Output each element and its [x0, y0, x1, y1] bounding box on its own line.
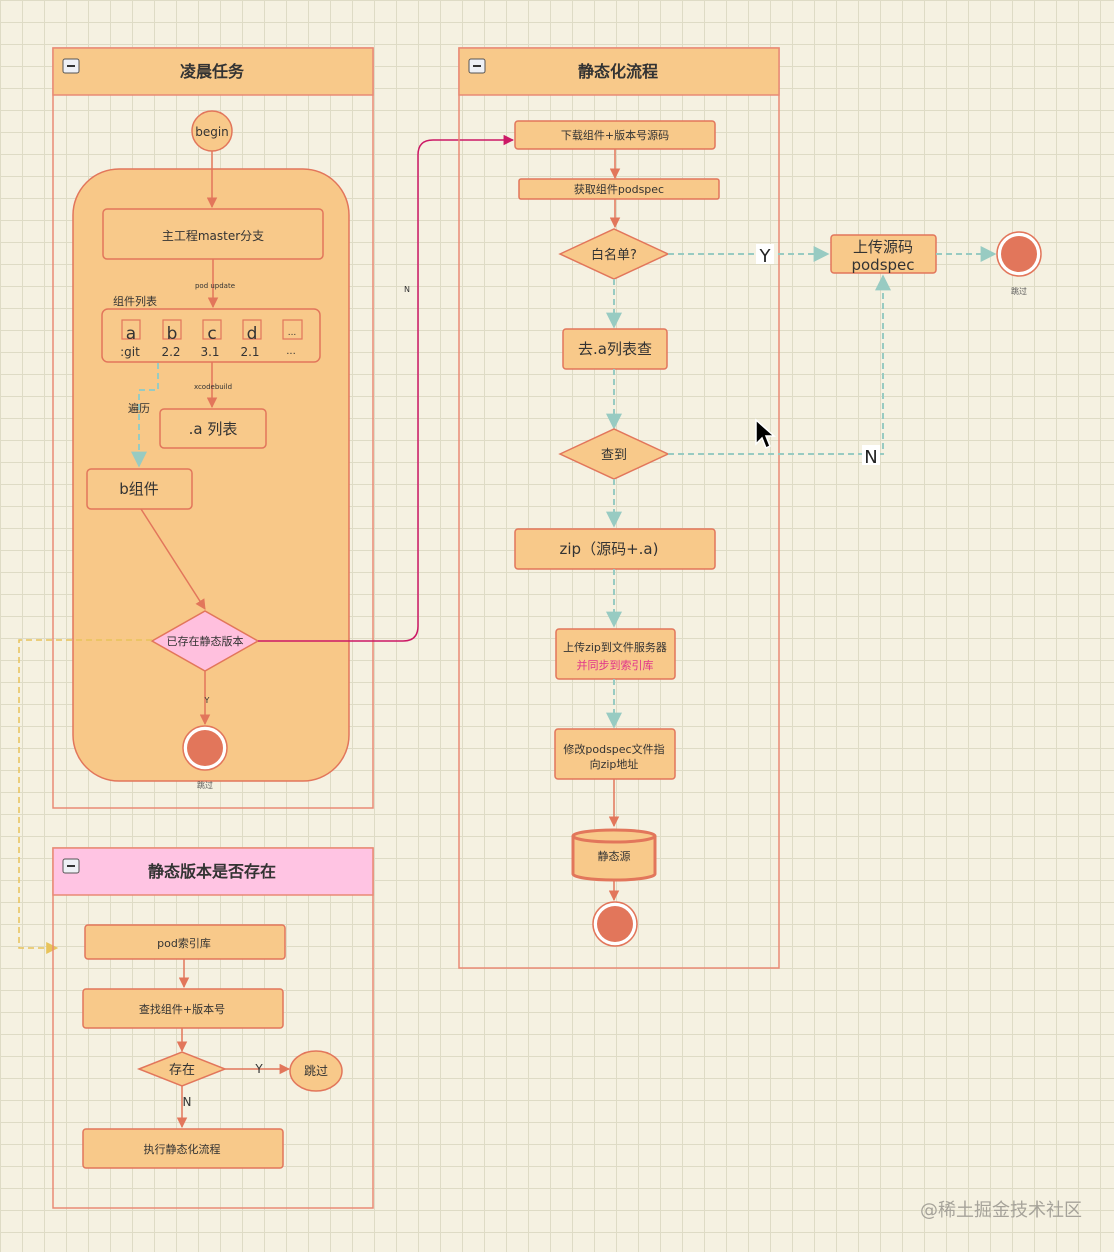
- whitelist-label: 白名单?: [591, 247, 637, 263]
- lane-morning: 凌晨任务: [52, 47, 374, 809]
- modify-podspec-node[interactable]: 修改podspec文件指 向zip地址: [554, 728, 676, 780]
- exist-y-label: Y: [254, 1062, 263, 1076]
- b-component-label: b组件: [119, 480, 159, 498]
- has-static-label: 已存在静态版本: [167, 634, 244, 648]
- master-branch-label: 主工程master分支: [162, 228, 264, 243]
- lane-static: 静态化流程: [458, 47, 780, 969]
- run-static-label: 执行静态化流程: [144, 1142, 221, 1156]
- component-more-version: ...: [286, 346, 296, 357]
- has-static-y-label: Y: [204, 696, 210, 705]
- component-b-version: 2.2: [161, 345, 180, 359]
- modify-podspec-line2: 向zip地址: [590, 757, 639, 771]
- begin-node[interactable]: begin: [191, 110, 233, 152]
- collapse-icon[interactable]: [62, 58, 80, 74]
- download-node[interactable]: 下载组件+版本号源码: [514, 120, 716, 150]
- found-n-label: N: [864, 447, 877, 468]
- go-list-label: 去.a列表查: [578, 340, 652, 358]
- traverse-edge: [131, 363, 159, 468]
- exist-skip-label: 跳过: [304, 1064, 328, 1078]
- exist-skip-node[interactable]: 跳过: [289, 1050, 343, 1092]
- check-static-link: [18, 639, 152, 954]
- mouse-pointer-icon: [755, 418, 776, 450]
- component-d-version: 2.1: [240, 345, 259, 359]
- collapse-icon[interactable]: [62, 858, 80, 874]
- pod-index-label: pod索引库: [157, 936, 211, 950]
- static-source-label: 静态源: [598, 849, 631, 863]
- component-b-letter: b: [167, 324, 178, 344]
- component-a-version: :git: [120, 345, 140, 359]
- lane-title-exists: 静态版本是否存在: [148, 862, 276, 881]
- component-c-version: 3.1: [200, 345, 219, 359]
- lane-title-static: 静态化流程: [578, 62, 658, 81]
- upload-source-line1: 上传源码: [853, 238, 913, 256]
- lane-exists: 静态版本是否存在: [52, 847, 374, 1209]
- upload-source-node[interactable]: 上传源码 podspec: [830, 234, 937, 274]
- go-list-node[interactable]: 去.a列表查: [562, 328, 668, 370]
- get-podspec-node[interactable]: 获取组件podspec: [518, 178, 720, 200]
- whitelist-decision[interactable]: 白名单?: [558, 228, 670, 280]
- component-d: d 2.1: [240, 319, 262, 359]
- zip-label: zip（源码+.a): [560, 540, 659, 558]
- component-b: b 2.2: [161, 319, 182, 359]
- get-podspec-label: 获取组件podspec: [574, 182, 664, 196]
- component-c: c 3.1: [200, 319, 222, 359]
- has-static-decision[interactable]: 已存在静态版本: [150, 610, 260, 672]
- component-more: ... ...: [282, 319, 303, 357]
- upload-zip-node[interactable]: 上传zip到文件服务器 并同步到索引库: [555, 628, 676, 680]
- no-static-n-label: N: [404, 285, 410, 294]
- component-c-letter: c: [207, 324, 216, 344]
- upload-source-line2: podspec: [851, 256, 914, 274]
- sync-index-label: 并同步到索引库: [577, 658, 654, 672]
- component-d-letter: d: [247, 324, 258, 344]
- no-static-link: [258, 134, 515, 642]
- found-label: 查到: [601, 448, 627, 463]
- watermark: @稀土掘金技术社区: [920, 1200, 1082, 1221]
- exist-label: 存在: [169, 1063, 195, 1078]
- whitelist-y-label: Y: [759, 246, 772, 267]
- master-branch-node[interactable]: 主工程master分支: [102, 208, 324, 260]
- component-a: a :git: [120, 319, 141, 359]
- pod-update-label: pod update: [195, 282, 235, 290]
- component-list-label: 组件列表: [113, 294, 157, 308]
- component-a-letter: a: [126, 324, 136, 344]
- exist-decision[interactable]: 存在: [136, 1051, 228, 1087]
- zip-node[interactable]: zip（源码+.a): [514, 528, 716, 570]
- b-component-node[interactable]: b组件: [86, 468, 193, 510]
- begin-label: begin: [195, 125, 229, 139]
- morning-end-node: [182, 725, 228, 771]
- a-list-node[interactable]: .a 列表: [159, 408, 267, 449]
- found-decision[interactable]: 查到: [558, 428, 670, 480]
- download-label: 下载组件+版本号源码: [561, 128, 669, 142]
- modify-podspec-line1: 修改podspec文件指: [563, 742, 664, 756]
- static-skip-end-node: [996, 231, 1042, 277]
- run-static-node[interactable]: 执行静态化流程: [82, 1128, 284, 1169]
- upload-zip-label: 上传zip到文件服务器: [563, 640, 667, 654]
- static-skip-label: 跳过: [1011, 286, 1027, 296]
- traverse-label: 遍历: [128, 402, 150, 415]
- exist-n-label: N: [183, 1095, 192, 1109]
- pod-index-node[interactable]: pod索引库: [84, 924, 286, 960]
- static-end-node: [592, 901, 638, 947]
- lane-title-morning: 凌晨任务: [180, 62, 245, 81]
- morning-skip-label: 跳过: [197, 780, 213, 790]
- find-component-label: 查找组件+版本号: [139, 1002, 225, 1016]
- a-list-label: .a 列表: [189, 420, 238, 438]
- static-source-db[interactable]: 静态源: [571, 828, 657, 882]
- find-component-node[interactable]: 查找组件+版本号: [82, 988, 284, 1029]
- component-list-node[interactable]: a :git b 2.2 c 3.1 d 2.1 ... ...: [101, 308, 321, 363]
- xcodebuild-label: xcodebuild: [194, 383, 232, 391]
- component-more-letter: ...: [288, 328, 297, 338]
- collapse-icon[interactable]: [468, 58, 486, 74]
